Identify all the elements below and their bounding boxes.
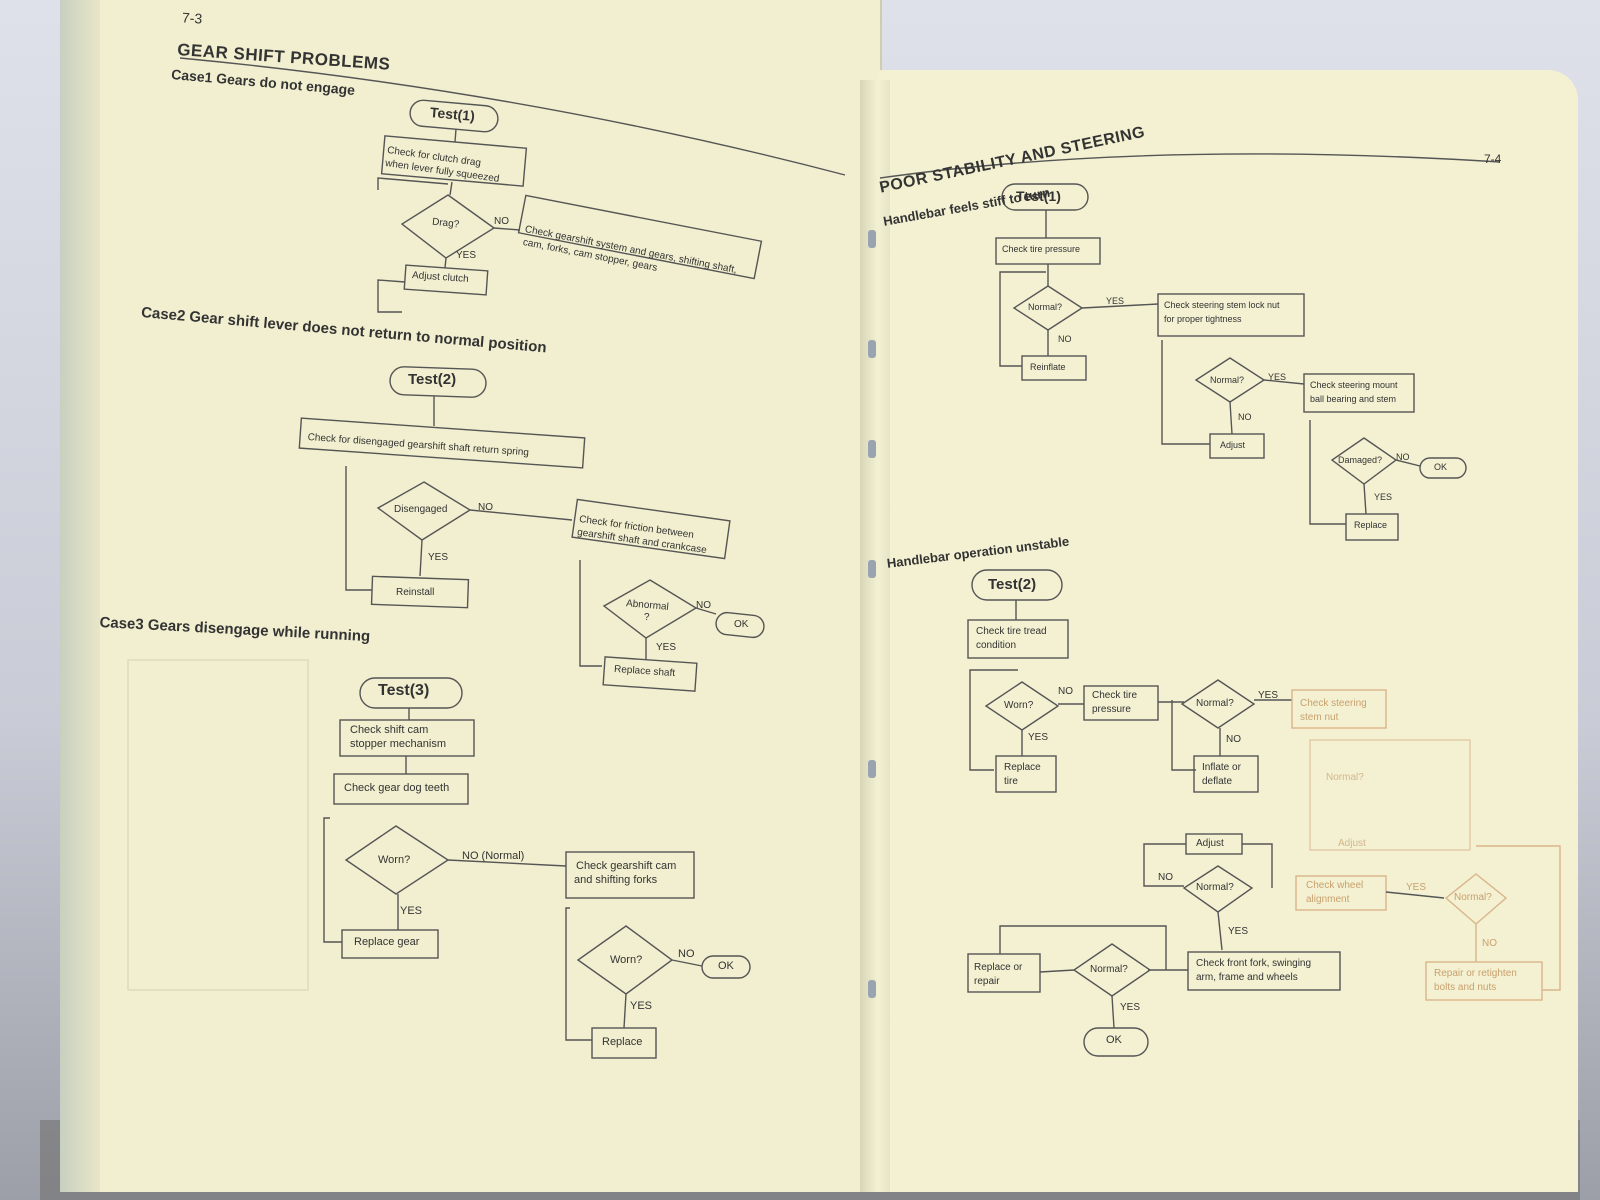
section1-check-tire: Check tire pressure <box>1002 244 1081 254</box>
section2-no3-label: NO <box>1158 872 1173 883</box>
book-spine <box>860 80 890 1192</box>
section2-check-stem-line1: Check steering <box>1300 698 1367 709</box>
section1-reinflate: Reinflate <box>1030 362 1066 372</box>
case2-test-label: Test(2) <box>408 371 457 388</box>
section1-normal-question2: Normal? <box>1210 375 1245 385</box>
section2-worn-question: Worn? <box>1004 700 1034 711</box>
section2-inflate-line2: deflate <box>1202 776 1233 787</box>
section2-check-fork-line2: arm, frame and wheels <box>1196 972 1298 983</box>
case3-test-label: Test(3) <box>378 682 430 699</box>
section2-replace-repair-line2: repair <box>974 976 1000 987</box>
section2-no5-label: NO <box>1482 938 1497 949</box>
section2-yes2-label: YES <box>1258 690 1279 701</box>
section1-no2-label: NO <box>1238 412 1252 422</box>
case3-check-cam-line2: stopper mechanism <box>350 738 446 750</box>
section2-adjust-small: Adjust <box>1338 838 1366 849</box>
binding-ring <box>868 340 876 358</box>
section1-no-label: NO <box>1058 334 1072 344</box>
case3-no-normal-label: NO (Normal) <box>462 850 525 862</box>
section2-check-wheel-line1: Check wheel <box>1306 880 1364 891</box>
section1-check-mount-line2: ball bearing and stem <box>1310 394 1397 404</box>
case1-yes-label: YES <box>456 250 477 261</box>
section2-normal-question4: Normal? <box>1196 882 1234 893</box>
section1-yes2-label: YES <box>1268 372 1287 382</box>
right-page <box>878 70 1578 1192</box>
section2-replace-tire-line2: tire <box>1004 776 1018 787</box>
section1-yes-label: YES <box>1106 296 1125 306</box>
case3-ok-label: OK <box>718 960 734 972</box>
section2-replace-repair-line1: Replace or <box>974 962 1023 973</box>
section1-check-lock-line1: Check steering stem lock nut <box>1164 300 1280 310</box>
case3-yes-label: YES <box>400 905 423 917</box>
section2-yes5-label: YES <box>1406 882 1427 893</box>
section1-normal-question: Normal? <box>1028 302 1063 312</box>
case3-no2-label: NO <box>678 948 695 960</box>
section2-inflate-line1: Inflate or <box>1202 762 1241 773</box>
section1-test-label: Test(1) <box>1016 188 1061 204</box>
section2-check-tread-line1: Check tire tread <box>976 626 1047 637</box>
section2-normal-question3: Normal? <box>1326 772 1364 783</box>
section2-check-fork-line1: Check front fork, swinging <box>1196 958 1312 969</box>
case1-no-label: NO <box>494 216 509 227</box>
left-flowchart-lines <box>127 57 846 1059</box>
page-number: 7-4 <box>1484 152 1502 166</box>
left-page-content: 7-3 GEAR SHIFT PROBLEMS Case1 Gears do n… <box>99 9 846 1059</box>
section2-check-pressure-line2: pressure <box>1092 704 1131 715</box>
case3-worn-question: Worn? <box>378 854 411 866</box>
case2-reinstall: Reinstall <box>396 587 435 598</box>
case3-yes2-label: YES <box>630 1000 653 1012</box>
left-page <box>60 0 882 1192</box>
section2-normal-question6: Normal? <box>1090 964 1128 975</box>
case3-worn-question2: Worn? <box>610 954 643 966</box>
section2-ok-label: OK <box>1106 1034 1122 1046</box>
case2-yes-label: YES <box>428 552 449 563</box>
binding-ring <box>868 230 876 248</box>
section2-no-label: NO <box>1058 686 1073 697</box>
binding-ring <box>868 440 876 458</box>
section2-yes6-label: YES <box>1120 1002 1141 1013</box>
binding-ring <box>868 760 876 778</box>
case2-no-label: NO <box>478 502 493 513</box>
section2-yes-label: YES <box>1028 732 1049 743</box>
left-page-edge <box>60 0 100 1192</box>
section2-repair-bolts-line1: Repair or retighten <box>1434 968 1517 979</box>
binding-ring <box>868 560 876 578</box>
section1-replace: Replace <box>1354 520 1388 530</box>
section1-check-lock-line2: for proper tightness <box>1164 314 1242 324</box>
case2-abnormal-question-line2: ? <box>644 612 650 623</box>
case3-replace-gear: Replace gear <box>354 936 420 948</box>
section2-yes4-label: YES <box>1228 926 1249 937</box>
case2-yes2-label: YES <box>656 642 677 653</box>
case3-replace: Replace <box>602 1036 643 1048</box>
section2-check-pressure-line1: Check tire <box>1092 690 1138 701</box>
case2-disengaged-question: Disengaged <box>394 504 448 515</box>
section2-check-tread-line2: condition <box>976 640 1017 651</box>
case3-check-forks-line1: Check gearshift cam <box>576 860 677 872</box>
section2-normal-question5: Normal? <box>1454 892 1492 903</box>
section2-replace-tire-line1: Replace <box>1004 762 1041 773</box>
section2-repair-bolts-line2: bolts and nuts <box>1434 982 1497 993</box>
section2-check-wheel-line2: alignment <box>1306 894 1350 905</box>
section2-adjust: Adjust <box>1196 838 1224 849</box>
section2-normal-question: Normal? <box>1196 698 1234 709</box>
section1-no3-label: NO <box>1396 452 1410 462</box>
section1-check-mount-line1: Check steering mount <box>1310 380 1398 390</box>
case3-check-dog: Check gear dog teeth <box>344 782 450 794</box>
section1-damaged-question: Damaged? <box>1338 455 1383 465</box>
section1-ok-label: OK <box>1434 462 1448 472</box>
section2-check-stem-line2: stem nut <box>1300 712 1339 723</box>
case3-check-forks-line2: and shifting forks <box>574 874 658 886</box>
case3-check-cam-line1: Check shift cam <box>350 724 429 736</box>
section1-yes3-label: YES <box>1374 492 1393 502</box>
section2-test-label: Test(2) <box>988 576 1037 593</box>
case2-ok-label: OK <box>734 619 749 630</box>
section2-no2-label: NO <box>1226 734 1241 745</box>
section1-adjust: Adjust <box>1220 440 1246 450</box>
binding-ring <box>868 980 876 998</box>
case2-no2-label: NO <box>696 600 711 611</box>
